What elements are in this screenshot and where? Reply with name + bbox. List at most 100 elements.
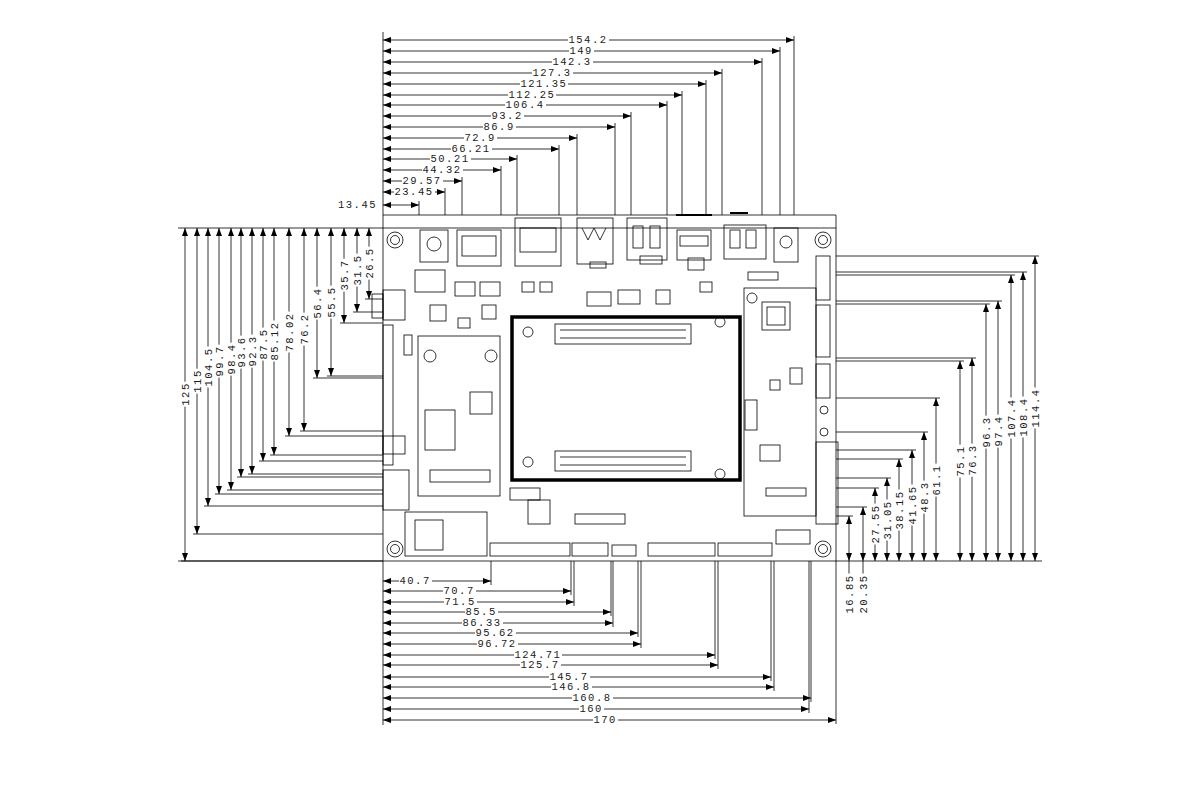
pcb-board-part xyxy=(633,226,643,248)
dimension-value: 48.3 xyxy=(919,480,929,513)
pcb-board-part xyxy=(383,470,409,510)
pcb-board-part xyxy=(520,228,556,252)
dimension-value: 16.85 xyxy=(844,573,854,614)
datum-line xyxy=(178,32,1042,725)
pcb-board-part xyxy=(820,406,828,414)
dimension-line xyxy=(849,561,850,574)
pcb-board-part xyxy=(816,256,830,300)
pcb-board-part xyxy=(744,288,816,516)
pcb-board-part xyxy=(762,302,790,330)
extension-line xyxy=(836,432,928,433)
extension-line xyxy=(615,123,616,215)
pcb-board-part xyxy=(528,500,550,524)
pcb-board xyxy=(372,213,838,561)
pcb-board-part xyxy=(767,307,785,325)
pcb-board-part xyxy=(680,236,708,246)
extension-line xyxy=(462,177,463,215)
extension-line xyxy=(836,561,837,724)
pcb-board-part xyxy=(648,543,715,556)
dimension-value: 31.5 xyxy=(352,253,362,286)
dimension-line xyxy=(863,507,864,561)
pcb-board-part xyxy=(816,305,830,357)
pcb-board-part xyxy=(587,292,611,306)
dimension-value: 40.7 xyxy=(399,576,432,586)
pcb-board-part xyxy=(555,324,691,344)
extension-line xyxy=(722,69,723,215)
dimension-value: 44.32 xyxy=(422,165,463,175)
pcb-board-part xyxy=(770,380,780,390)
extension-line xyxy=(836,256,1039,257)
extension-line xyxy=(285,436,383,437)
dimension-value: 93.6 xyxy=(236,335,246,368)
extension-line xyxy=(270,455,383,456)
extension-line xyxy=(193,534,383,535)
dimension-value: 108.4 xyxy=(1018,396,1028,437)
dimension-value: 78.02 xyxy=(284,311,294,352)
dimension-value: 26.5 xyxy=(364,246,374,279)
dimension-value: 86.9 xyxy=(483,122,516,132)
dimension-value: 76.3 xyxy=(967,443,977,476)
extension-line xyxy=(613,561,614,627)
pcb-board-part xyxy=(715,317,725,327)
pcb-board-part xyxy=(430,305,446,321)
dimension-value: 107.4 xyxy=(1006,397,1016,438)
dimension-value: 66.21 xyxy=(451,144,492,154)
pcb-board-part xyxy=(418,336,500,496)
dimension-value: 146.8 xyxy=(551,682,592,692)
extension-line xyxy=(836,304,990,305)
datum-line-part xyxy=(178,561,383,562)
pcb-board-part xyxy=(582,228,606,240)
pcb-board-part xyxy=(404,335,412,355)
pcb-board-part xyxy=(430,470,490,482)
dimension-value: 71.5 xyxy=(444,597,477,607)
extension-line xyxy=(559,145,560,215)
dimension-value: 142.3 xyxy=(552,57,593,67)
extension-line xyxy=(836,358,976,359)
pcb-board-part xyxy=(688,258,704,270)
dimension-value: 75.1 xyxy=(955,444,965,477)
extension-line xyxy=(836,361,964,362)
extension-line xyxy=(667,101,668,215)
pcb-board-part xyxy=(748,272,778,280)
dimension-value: 72.9 xyxy=(464,133,497,143)
pcb-board-part xyxy=(523,327,533,337)
dimension-value: 97.4 xyxy=(993,414,1003,447)
pcb-board-part xyxy=(612,545,636,556)
pcb-board-part xyxy=(383,325,393,465)
extension-line xyxy=(762,58,763,215)
pcb-board-part xyxy=(415,520,443,550)
dimension-value: 115 xyxy=(192,368,202,393)
pcb-board-part xyxy=(391,545,400,554)
pcb-board-part xyxy=(540,282,552,292)
pcb-board-part xyxy=(383,290,405,320)
dimension-value: 160 xyxy=(579,704,604,714)
extension-line xyxy=(836,459,903,460)
pcb-board-part xyxy=(766,488,806,496)
extension-line xyxy=(836,516,853,517)
extension-line xyxy=(780,47,781,215)
pcb-board-part xyxy=(819,236,828,245)
dimension-value: 85.12 xyxy=(269,320,279,361)
dimension-value: 13.45 xyxy=(337,200,378,210)
pcb-board-part xyxy=(462,236,496,256)
pcb-board-part xyxy=(480,282,500,296)
extension-line xyxy=(327,376,383,377)
dimension-value: 170 xyxy=(593,715,618,725)
pcb-board-part xyxy=(677,230,711,260)
dimension-value: 95.62 xyxy=(475,628,516,638)
pcb-board-part xyxy=(746,230,756,248)
pcb-board-part xyxy=(760,445,780,461)
extension-line xyxy=(571,561,572,595)
dimension-line xyxy=(383,602,574,603)
dimension-value: 20.35 xyxy=(858,573,868,614)
pcb-board-part xyxy=(515,218,561,266)
pcb-board-part xyxy=(383,436,405,454)
extension-line xyxy=(794,36,795,215)
extension-line xyxy=(365,299,383,300)
extension-line xyxy=(809,561,810,713)
pcb-board-part xyxy=(577,218,613,264)
pcb-board-part xyxy=(490,543,570,556)
extension-line xyxy=(611,561,612,616)
pcb-board-part xyxy=(383,215,836,216)
